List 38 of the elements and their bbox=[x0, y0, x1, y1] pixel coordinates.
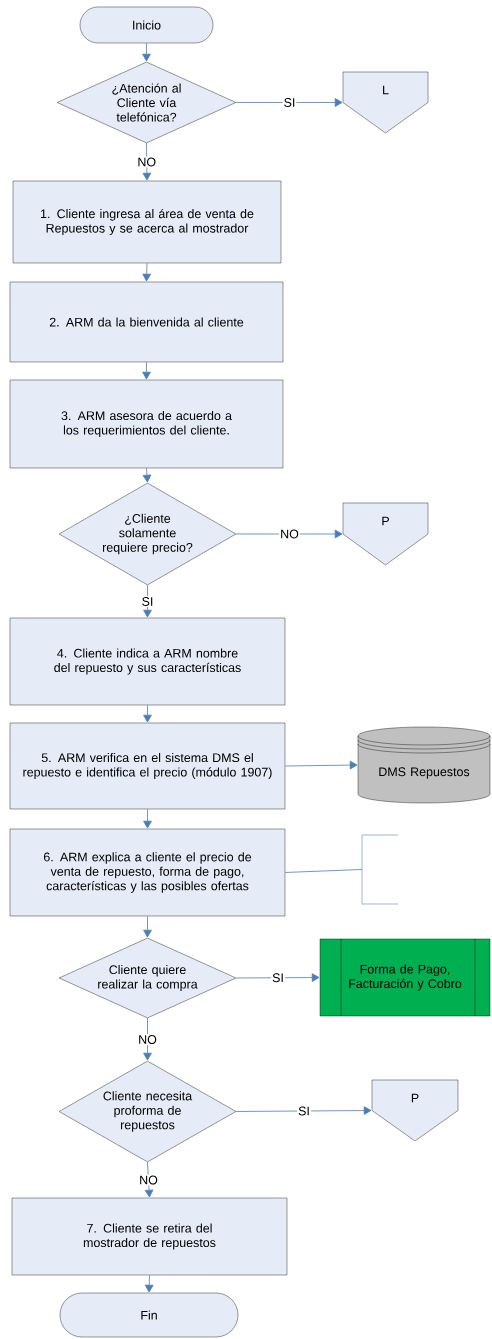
process-box: 5. ARM verifica en el sistema DMS el repuesto e identifica el precio (módulo 1907) bbox=[9, 722, 286, 810]
arrow bbox=[143, 584, 152, 618]
arrow bbox=[142, 262, 151, 282]
edge-label: NO bbox=[137, 1034, 158, 1045]
edge-label: NO bbox=[136, 156, 158, 168]
arrow bbox=[235, 98, 343, 107]
process-box: 7. Cliente se retira del mostrador de repuestos bbox=[11, 1197, 288, 1276]
edge-label: NO bbox=[138, 1174, 159, 1186]
database-cylinder: DMS Repuestos bbox=[357, 726, 491, 804]
arrow bbox=[142, 361, 151, 380]
process-box: 3. ARM asesora de acuerdo a los requerimientos del cliente. bbox=[9, 379, 284, 469]
edge-label: SI bbox=[140, 596, 155, 607]
arrow bbox=[144, 1274, 154, 1293]
arrow bbox=[143, 915, 152, 938]
edge-label: SI bbox=[297, 1105, 311, 1117]
arrow bbox=[142, 42, 151, 62]
off-page-connector: P bbox=[342, 502, 429, 566]
arrow bbox=[284, 760, 358, 770]
arrow bbox=[142, 467, 152, 483]
process-box: 2. ARM da la bienvenida al cliente bbox=[9, 281, 284, 363]
edge-label: NO bbox=[279, 528, 300, 540]
arrow bbox=[142, 142, 152, 181]
process-box: 6. ARM explica a cliente el precio de venta de repuesto, forma de pago, características y las posibles ofertas bbox=[9, 828, 286, 917]
process-box: 4. Cliente indica a ARM nombre del repuesto y sus características bbox=[9, 617, 286, 706]
off-page-connector: P bbox=[371, 1079, 459, 1142]
arrow bbox=[235, 1106, 372, 1115]
edge-label: SI bbox=[282, 97, 297, 108]
off-page-connector: L bbox=[342, 71, 429, 134]
edge-label: SI bbox=[271, 972, 285, 984]
arrow bbox=[144, 1161, 154, 1198]
predefined-process-box: Forma de Pago, Facturación y Cobro bbox=[319, 938, 491, 1017]
arrow bbox=[143, 704, 152, 723]
arrow bbox=[143, 1017, 152, 1061]
annotation-bracket bbox=[361, 834, 399, 905]
arrow bbox=[143, 808, 152, 829]
arrow bbox=[235, 529, 343, 539]
arrow bbox=[235, 973, 320, 982]
process-box: 1. Cliente ingresa al área de venta de Repuestos y se acerca al mostrador bbox=[12, 180, 282, 264]
